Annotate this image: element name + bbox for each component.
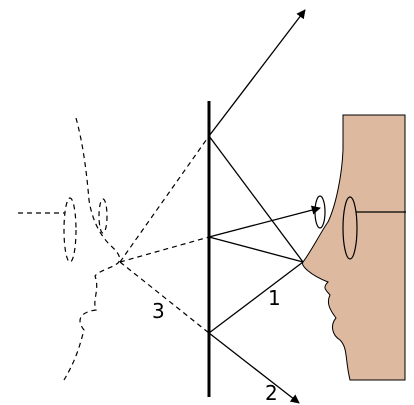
ray-reflected-bottom [209, 333, 299, 403]
observer-eye [315, 196, 325, 228]
real-rays [209, 10, 320, 403]
virtual-face-profile [64, 118, 120, 380]
observer-face [302, 115, 406, 380]
ray-reflected-top [209, 10, 305, 136]
virtual-ray-top [120, 136, 209, 262]
ray-nose-to-mirror-top [209, 136, 303, 262]
label-ray-2: 2 [265, 381, 278, 405]
virtual-eye [99, 199, 107, 233]
virtual-glasses-lens [64, 198, 76, 262]
virtual-ray-middle [120, 237, 209, 262]
ray-nose-to-mirror-middle [209, 237, 303, 262]
virtual-image-face [18, 118, 120, 380]
observer-skin [302, 115, 405, 380]
ray-reflected-middle [209, 208, 320, 237]
label-ray-3: 3 [152, 299, 165, 323]
ray-nose-to-mirror-bottom [209, 262, 303, 333]
label-ray-1: 1 [268, 286, 281, 310]
